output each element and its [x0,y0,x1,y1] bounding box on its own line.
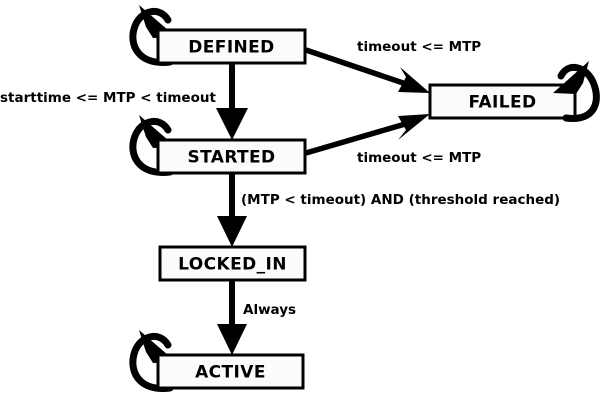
state-label-active: ACTIVE [195,363,266,383]
self-loop-started-path [129,118,174,176]
self-loop-failed-arrowhead [553,61,589,94]
state-node-failed[interactable]: FAILED [428,83,577,120]
state-label-failed: FAILED [468,93,536,113]
edge-label-timeout-condition-bottom: timeout <= MTP [357,150,481,166]
state-node-locked-in[interactable]: LOCKED_IN [158,245,307,282]
self-loop-active-path [129,333,174,392]
edge-label-timeout-condition-top: timeout <= MTP [357,39,481,55]
state-node-defined[interactable]: DEFINED [156,28,307,65]
edge-defined-to-failed-line [305,47,413,89]
self-loop-failed [553,61,600,122]
state-box-active[interactable] [156,353,305,390]
state-label-locked-in: LOCKED_IN [178,255,287,275]
edge-label-threshold-condition: (MTP < timeout) AND (threshold reached) [241,192,560,208]
edge-locked-in-to-active-arrowhead [217,324,247,355]
state-node-started[interactable]: STARTED [156,138,307,175]
self-loop-defined-path [129,8,174,66]
state-label-started: STARTED [187,148,275,168]
state-label-defined: DEFINED [188,38,274,58]
edge-defined-to-failed [305,47,430,93]
edge-started-to-failed [305,114,430,156]
edge-label-starttime-condition: starttime <= MTP < timeout [0,90,216,106]
state-box-defined[interactable] [156,28,307,65]
edge-label-always-condition: Always [243,302,296,318]
state-node-active[interactable]: ACTIVE [156,353,305,390]
edge-started-to-locked-in-arrowhead [217,216,247,247]
edge-started-to-failed-line [305,119,413,156]
edge-defined-to-failed-arrowhead [398,67,430,93]
edge-locked-in-to-active [217,280,247,355]
edge-defined-to-started-arrowhead [216,108,248,140]
edge-started-to-failed-arrowhead [398,114,430,140]
state-box-started[interactable] [156,138,307,175]
edge-started-to-locked-in [217,173,247,247]
state-box-failed[interactable] [428,83,577,120]
self-loop-failed-path [557,64,600,122]
edge-defined-to-started [216,63,248,140]
